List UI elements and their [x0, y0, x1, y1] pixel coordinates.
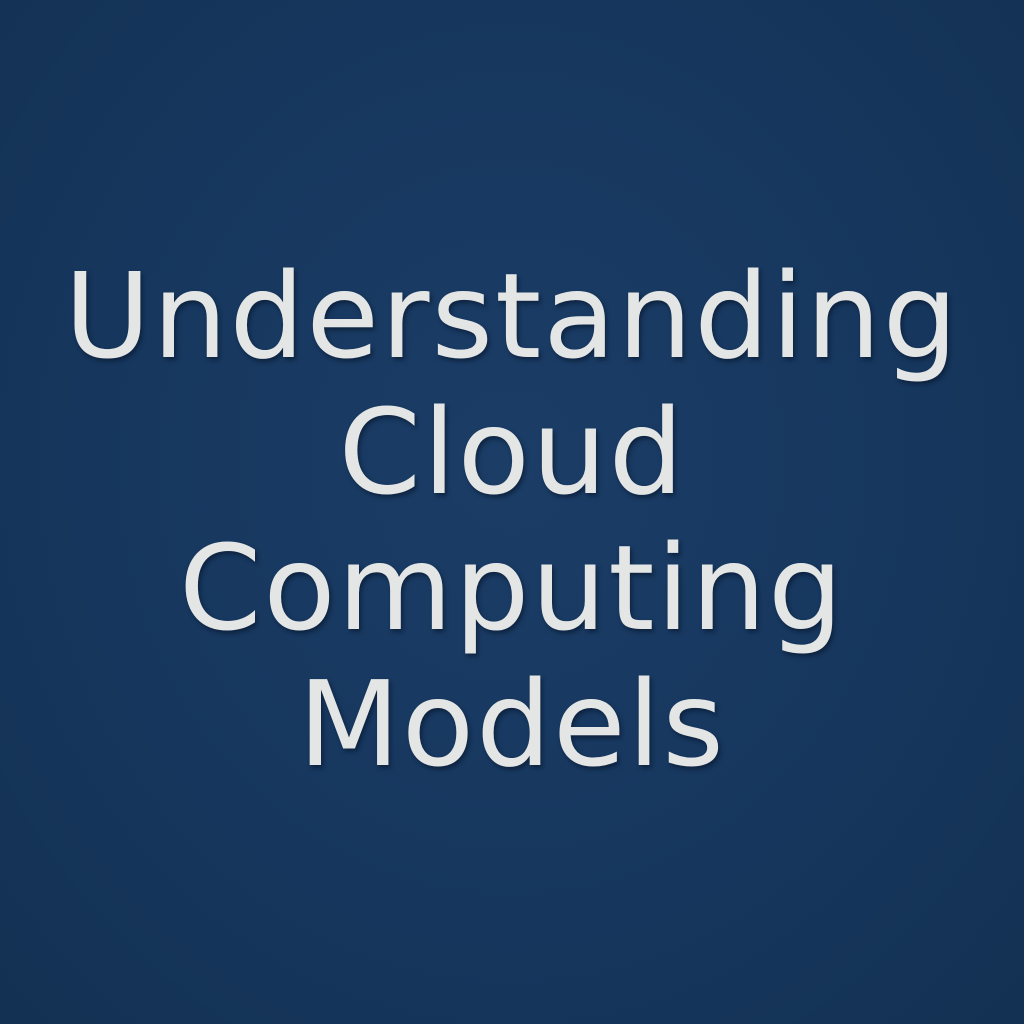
- title-line-3: Computing: [179, 519, 845, 657]
- title-line-2: Cloud: [338, 383, 686, 521]
- slide-title: Understanding Cloud Computing Models: [64, 248, 959, 792]
- title-line-4: Models: [298, 655, 726, 793]
- title-line-1: Understanding: [64, 247, 960, 385]
